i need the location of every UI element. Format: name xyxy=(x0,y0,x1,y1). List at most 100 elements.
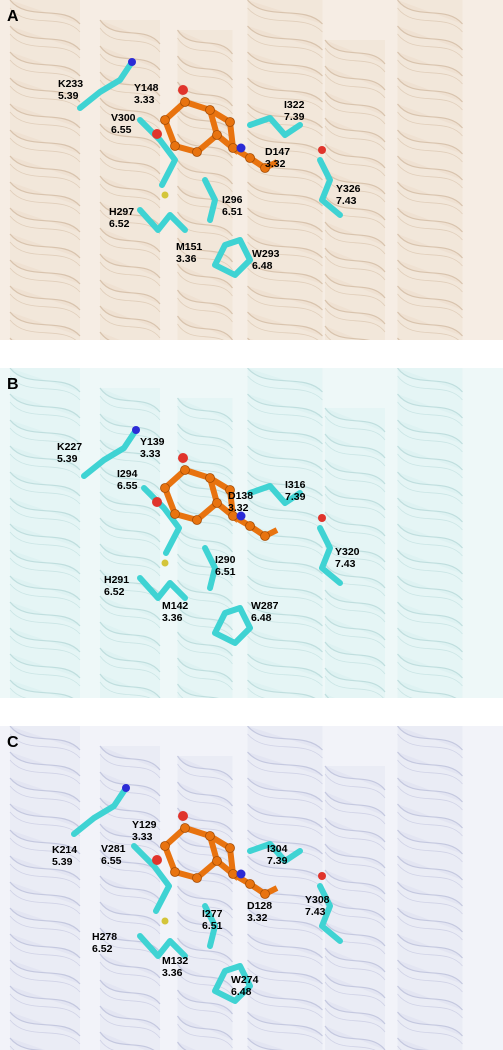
helix-edge xyxy=(9,33,81,59)
helix-edge xyxy=(99,883,161,909)
helix-turn xyxy=(9,207,81,233)
helix-turn xyxy=(324,693,335,698)
helix xyxy=(247,0,323,340)
helix-turn xyxy=(324,1025,386,1050)
helix-edge xyxy=(177,483,233,509)
helix-turn xyxy=(247,751,323,777)
helix-edge xyxy=(177,431,233,457)
helix-turn xyxy=(324,433,386,459)
helix-edge xyxy=(324,467,386,493)
helix-turn xyxy=(397,259,463,285)
helix-turn xyxy=(397,523,463,549)
helix-turn xyxy=(99,771,161,797)
helix xyxy=(99,19,161,340)
helix-turn xyxy=(397,679,457,698)
helix-edge xyxy=(9,189,81,215)
helix-turn xyxy=(176,911,233,937)
helix-turn xyxy=(397,1037,430,1050)
oxygen-atom xyxy=(152,129,162,139)
helix-edge xyxy=(9,967,81,993)
helix-turn xyxy=(176,1041,196,1050)
helix-turn xyxy=(247,497,323,523)
helix-turn xyxy=(397,985,463,1011)
helix-turn xyxy=(397,77,463,103)
helix-edge xyxy=(397,941,463,967)
helix xyxy=(324,39,386,340)
helix-turn xyxy=(247,933,323,959)
helix-edge xyxy=(397,993,463,1019)
helix-edge xyxy=(324,441,386,467)
helix-edge xyxy=(397,293,463,319)
helix-edge xyxy=(99,131,161,157)
helix-edge xyxy=(99,235,161,261)
helix-edge xyxy=(177,665,233,691)
panel-label-b: B xyxy=(7,376,19,393)
helix-turn xyxy=(324,459,386,485)
helix-turn xyxy=(9,155,81,181)
ligand-atom xyxy=(160,841,170,851)
helix-edge xyxy=(9,993,81,1019)
helix-turn xyxy=(176,185,233,211)
helix-edge xyxy=(324,307,386,333)
nitrogen-atom xyxy=(132,426,140,434)
helix-edge xyxy=(9,687,28,698)
helix-turn xyxy=(324,485,386,511)
helix-edge xyxy=(324,825,386,851)
helix-turn xyxy=(397,777,463,803)
helix-turn xyxy=(247,129,323,155)
ligand-atom xyxy=(212,856,222,866)
helix-turn xyxy=(9,181,81,207)
helix-edge xyxy=(99,79,161,105)
helix-turn xyxy=(9,726,81,751)
helix-turn xyxy=(99,387,161,413)
helix-edge xyxy=(324,799,386,825)
helix-edge xyxy=(99,753,161,779)
helix-turn xyxy=(176,315,233,340)
helix-turn xyxy=(9,445,81,471)
helix-edge xyxy=(9,375,81,401)
helix-edge xyxy=(9,733,81,759)
helix-turn xyxy=(99,123,161,149)
ligand xyxy=(152,85,279,173)
helix-turn xyxy=(99,175,161,201)
helix-edge xyxy=(99,987,161,1013)
helix-turn xyxy=(99,149,161,175)
helix-turn xyxy=(247,907,323,933)
helix-turn xyxy=(99,97,161,123)
helix-turn xyxy=(397,1011,463,1037)
helix-turn xyxy=(99,673,161,698)
helix-edge xyxy=(324,649,386,675)
side-chain-stick xyxy=(247,841,303,864)
helix-turn xyxy=(247,207,323,233)
helix-turn xyxy=(176,755,233,781)
ligand-bridge xyxy=(208,475,237,523)
helix-edge xyxy=(177,37,233,63)
helix-edge xyxy=(247,609,323,635)
helix-edge xyxy=(9,661,81,687)
helix-turn xyxy=(247,726,323,751)
helix-turn xyxy=(247,679,316,698)
helix-turn xyxy=(9,601,81,627)
helix-turn xyxy=(324,273,386,299)
helix xyxy=(247,726,323,1050)
helix-turn xyxy=(324,869,386,895)
helix-edge xyxy=(99,157,161,183)
helix-turn xyxy=(397,829,463,855)
helix-turn xyxy=(247,0,323,25)
helix-edge xyxy=(397,189,463,215)
ligand-tail xyxy=(231,145,279,172)
helix-turn xyxy=(247,471,323,497)
helix-turn xyxy=(324,511,386,537)
helix-turn xyxy=(9,777,81,803)
helix-turn xyxy=(99,823,161,849)
helix-edge xyxy=(177,89,233,115)
helix-edge xyxy=(397,7,463,33)
helix-edge xyxy=(177,561,233,587)
helix-edge xyxy=(324,415,386,441)
nitrogen-atom xyxy=(236,143,246,153)
